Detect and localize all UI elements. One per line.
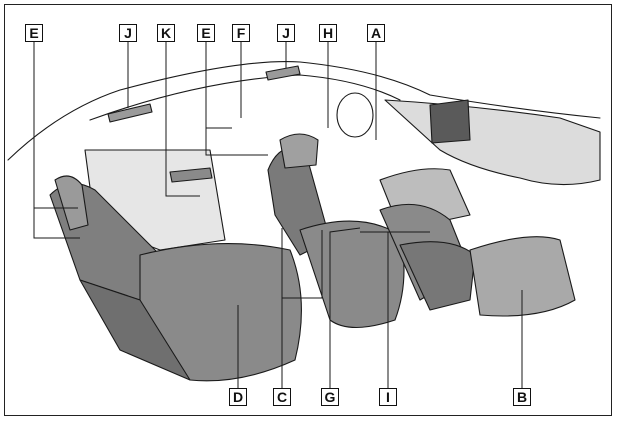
assist-grip-left xyxy=(107,103,153,123)
driver-seat-cushion xyxy=(399,241,476,311)
label-C: C xyxy=(273,388,291,406)
leader-E-left xyxy=(33,40,80,239)
label-E-left: E xyxy=(25,24,43,42)
label-F: F xyxy=(232,24,250,42)
front-seat-cushion xyxy=(299,220,405,328)
label-H: H xyxy=(319,24,337,42)
display-screen xyxy=(429,99,471,144)
front-headrest xyxy=(279,133,319,169)
door-handle xyxy=(169,167,213,183)
label-A: A xyxy=(367,24,385,42)
label-D: D xyxy=(229,388,247,406)
leader-G xyxy=(329,227,361,392)
rear-seat-side xyxy=(79,279,191,381)
leader-K xyxy=(165,40,200,197)
label-J-left: J xyxy=(119,24,137,42)
roof-outline xyxy=(7,61,601,161)
floor-mat xyxy=(469,236,576,317)
leader-I xyxy=(360,231,430,392)
label-I: I xyxy=(379,388,397,406)
leader-lines xyxy=(33,40,523,392)
leader-C xyxy=(281,228,323,392)
steering-wheel xyxy=(336,92,374,138)
label-E-mid: E xyxy=(197,24,215,42)
assist-grip-right xyxy=(265,65,301,81)
leader-E-mid xyxy=(205,40,268,156)
label-K: K xyxy=(157,24,175,42)
label-B: B xyxy=(513,388,531,406)
label-J-right: J xyxy=(277,24,295,42)
rear-headrest xyxy=(54,175,89,231)
label-G: G xyxy=(321,388,339,406)
